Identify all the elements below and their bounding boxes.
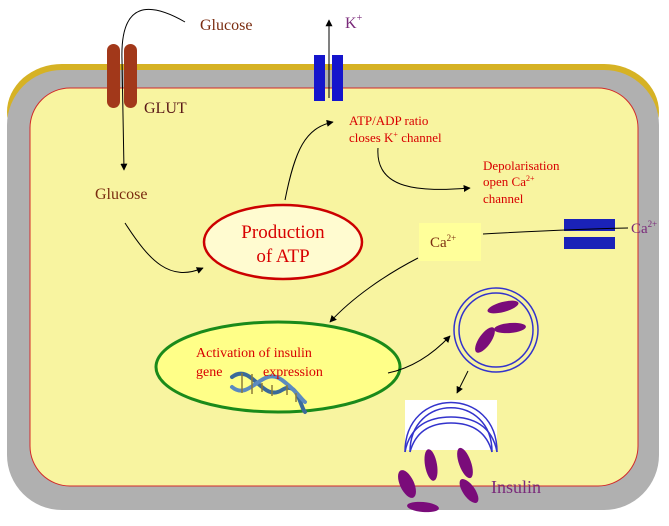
production-label-line1: Production [241, 222, 325, 243]
calcium-inside-label: Ca2+ [430, 233, 456, 251]
calcium-inside-box [419, 223, 481, 261]
atp-adp-ratio-label-line2: closes K+ channel [349, 130, 442, 145]
insulin-granules [398, 447, 479, 513]
depolarisation-label-line2: open Ca2+ [483, 174, 535, 189]
arrow-ca-influx [482, 227, 629, 235]
closes-k-text: closes K [349, 130, 394, 145]
closes-k-charge: + [393, 130, 398, 139]
arrow-production-to-ratio [284, 119, 334, 201]
calcium-channel-icon [564, 219, 615, 249]
arrow-nucleus-to-vesicle [387, 335, 451, 374]
glut-transporter-icon [107, 44, 137, 108]
glucose-inside-label: Glucose [95, 186, 147, 203]
activation-label-gene: gene [196, 365, 222, 380]
arrow-ratio-to-depolarisation [377, 147, 471, 192]
arrow-ca-to-nucleus [329, 257, 419, 323]
closes-k-channel-text: channel [398, 130, 442, 145]
activation-label-line1: Activation of insulin [196, 346, 312, 361]
open-ca-text: open Ca [483, 174, 526, 189]
potassium-symbol: K [345, 15, 357, 32]
production-label-line2: of ATP [256, 246, 309, 267]
arrow-glucose-to-production [124, 222, 204, 274]
glucose-outside-label: Glucose [200, 17, 252, 34]
calcium-outside-label: Ca2+ [631, 219, 657, 237]
depolarisation-label-line3: channel [483, 191, 524, 206]
calcium-inside-charge: 2+ [447, 233, 457, 243]
arrow-glucose-entry [120, 9, 186, 171]
calcium-outside-symbol: Ca [631, 221, 648, 237]
glut-label: GLUT [144, 100, 187, 117]
calcium-inside-symbol: Ca [430, 235, 447, 251]
exocytosis-icon [404, 400, 498, 453]
insulin-vesicle-icon [453, 287, 539, 373]
depolarisation-label-line1: Depolarisation [483, 158, 560, 173]
potassium-ion-label: K+ [345, 13, 363, 32]
arrow-vesicle-to-membrane [456, 370, 469, 394]
cytoplasm [29, 87, 639, 487]
calcium-outside-charge: 2+ [648, 219, 658, 229]
labels: Glucose GLUT Glucose K+ ATP/ADP ratio cl… [95, 13, 657, 497]
nucleus-ellipse [154, 320, 402, 414]
arrows [120, 9, 629, 394]
potassium-charge: + [357, 13, 363, 24]
atp-adp-ratio-label-line1: ATP/ADP ratio [349, 113, 428, 128]
production-of-atp-ellipse [202, 203, 364, 281]
potassium-channel-icon [314, 55, 343, 101]
activation-label-expression: expression [263, 365, 323, 380]
open-ca-charge: 2+ [526, 174, 535, 183]
cell-membrane [7, 64, 659, 510]
insulin-label: Insulin [491, 477, 541, 497]
dna-helix-icon [230, 371, 307, 414]
